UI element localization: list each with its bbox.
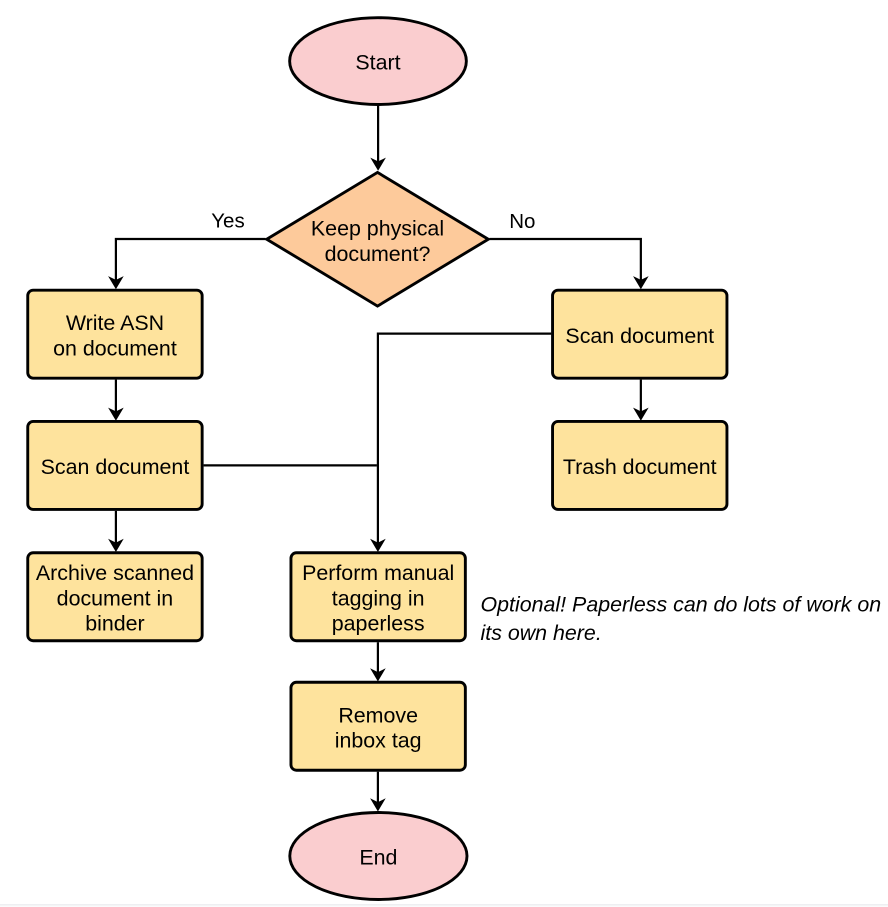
svg-text:Write ASN: Write ASN bbox=[66, 311, 164, 335]
svg-text:End: End bbox=[359, 846, 397, 870]
svg-text:on document: on document bbox=[53, 336, 177, 360]
svg-text:document in: document in bbox=[57, 586, 174, 610]
svg-text:Remove: Remove bbox=[338, 703, 418, 727]
svg-text:Archive scanned: Archive scanned bbox=[36, 561, 194, 585]
svg-text:Optional! Paperless can do lot: Optional! Paperless can do lots of work … bbox=[481, 593, 882, 617]
svg-text:Trash document: Trash document bbox=[563, 455, 717, 479]
svg-text:Scan document: Scan document bbox=[41, 455, 190, 479]
svg-text:Scan document: Scan document bbox=[565, 324, 714, 348]
svg-text:No: No bbox=[509, 210, 535, 233]
svg-text:document?: document? bbox=[325, 242, 431, 266]
svg-text:paperless: paperless bbox=[332, 612, 425, 636]
svg-text:tagging in: tagging in bbox=[332, 586, 425, 610]
svg-text:its own here.: its own here. bbox=[481, 621, 602, 645]
svg-text:binder: binder bbox=[85, 612, 144, 636]
svg-text:inbox tag: inbox tag bbox=[335, 728, 422, 752]
svg-text:Yes: Yes bbox=[211, 210, 244, 233]
svg-text:Keep physical: Keep physical bbox=[311, 217, 444, 241]
svg-text:Start: Start bbox=[355, 51, 400, 75]
svg-text:Perform manual: Perform manual bbox=[302, 561, 454, 585]
